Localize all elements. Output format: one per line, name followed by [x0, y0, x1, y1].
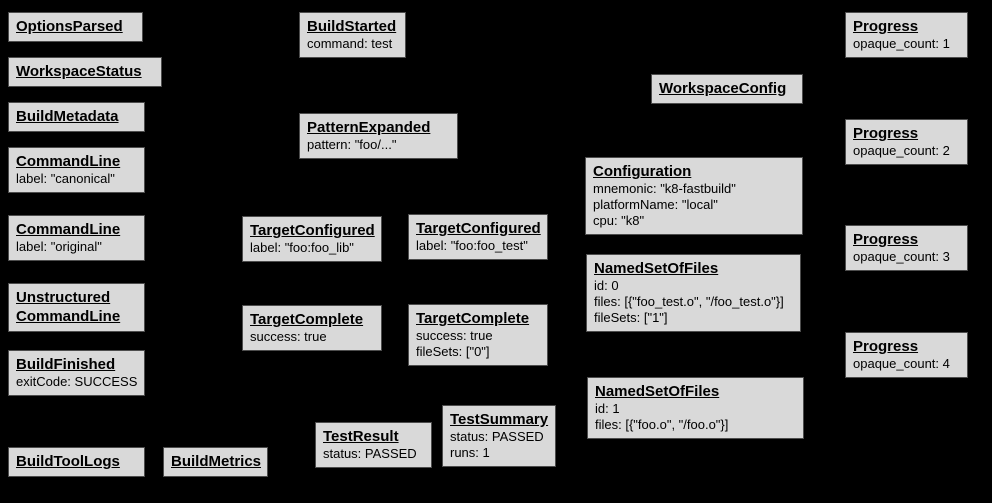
node-title: CommandLine — [16, 153, 121, 170]
node-title: TestSummary — [450, 411, 549, 428]
node-command-line-canonical: CommandLine label: "canonical" — [8, 147, 145, 193]
node-detail: cpu: "k8" — [593, 213, 645, 228]
node-title: TestResult — [323, 428, 399, 445]
node-title: BuildMetadata — [16, 108, 119, 125]
node-progress-1: Progress opaque_count: 1 — [845, 12, 968, 58]
node-title: BuildFinished — [16, 356, 116, 373]
node-command-line-original: CommandLine label: "original" — [8, 215, 145, 261]
node-detail: files: [{"foo.o", "/foo.o"}] — [595, 417, 729, 432]
node-target-configured-foo-test: TargetConfigured label: "foo:foo_test" — [408, 214, 548, 260]
node-title: Progress — [853, 231, 919, 248]
node-workspace-config: WorkspaceConfig — [651, 74, 803, 104]
node-detail: runs: 1 — [450, 445, 490, 460]
node-detail: mnemonic: "k8-fastbuild" — [593, 181, 736, 196]
node-detail: id: 0 — [594, 278, 619, 293]
node-named-set-of-files-0: NamedSetOfFiles id: 0 files: [{"foo_test… — [586, 254, 801, 332]
node-named-set-of-files-1: NamedSetOfFiles id: 1 files: [{"foo.o", … — [587, 377, 804, 439]
node-detail: label: "canonical" — [16, 171, 115, 186]
node-detail: exitCode: SUCCESS — [16, 374, 138, 389]
node-title: TargetConfigured — [416, 220, 541, 237]
node-title: Progress — [853, 338, 919, 355]
node-title: NamedSetOfFiles — [594, 260, 719, 277]
node-title: TargetComplete — [416, 310, 530, 327]
node-title: NamedSetOfFiles — [595, 383, 720, 400]
node-title: BuildMetrics — [171, 453, 262, 470]
node-title: WorkspaceStatus — [16, 63, 142, 80]
node-detail: opaque_count: 1 — [853, 36, 950, 51]
node-build-metrics: BuildMetrics — [163, 447, 268, 477]
node-target-complete-foo-test: TargetComplete success: true fileSets: [… — [408, 304, 548, 366]
node-detail: opaque_count: 4 — [853, 356, 950, 371]
node-title: TargetConfigured — [250, 222, 375, 239]
node-target-configured-foo-lib: TargetConfigured label: "foo:foo_lib" — [242, 216, 382, 262]
node-detail: fileSets: ["1"] — [594, 310, 668, 325]
node-unstructured-command-line: Unstructured CommandLine — [8, 283, 145, 332]
node-detail: platformName: "local" — [593, 197, 718, 212]
node-progress-3: Progress opaque_count: 3 — [845, 225, 968, 271]
node-title: Unstructured CommandLine — [16, 289, 121, 325]
node-title: CommandLine — [16, 221, 121, 238]
node-title: BuildToolLogs — [16, 453, 120, 470]
node-configuration: Configuration mnemonic: "k8-fastbuild" p… — [585, 157, 803, 235]
node-build-tool-logs: BuildToolLogs — [8, 447, 145, 477]
node-build-metadata: BuildMetadata — [8, 102, 145, 132]
node-title: TargetComplete — [250, 311, 364, 328]
node-title: Progress — [853, 18, 919, 35]
node-detail: command: test — [307, 36, 393, 51]
node-title: OptionsParsed — [16, 18, 123, 35]
node-title: Progress — [853, 125, 919, 142]
node-build-finished: BuildFinished exitCode: SUCCESS — [8, 350, 145, 396]
node-detail: success: true — [416, 328, 493, 343]
node-target-complete-foo-lib: TargetComplete success: true — [242, 305, 382, 351]
node-test-summary: TestSummary status: PASSED runs: 1 — [442, 405, 556, 467]
node-progress-2: Progress opaque_count: 2 — [845, 119, 968, 165]
node-detail: opaque_count: 3 — [853, 249, 950, 264]
node-detail: status: PASSED — [323, 446, 417, 461]
node-detail: opaque_count: 2 — [853, 143, 950, 158]
node-title: WorkspaceConfig — [659, 80, 787, 97]
node-title: BuildStarted — [307, 18, 397, 35]
node-detail: success: true — [250, 329, 327, 344]
node-pattern-expanded: PatternExpanded pattern: "foo/..." — [299, 113, 458, 159]
node-options-parsed: OptionsParsed — [8, 12, 143, 42]
node-test-result: TestResult status: PASSED — [315, 422, 432, 468]
node-detail: fileSets: ["0"] — [416, 344, 490, 359]
node-workspace-status: WorkspaceStatus — [8, 57, 162, 87]
node-detail: status: PASSED — [450, 429, 544, 444]
node-detail: label: "foo:foo_lib" — [250, 240, 354, 255]
node-detail: label: "original" — [16, 239, 102, 254]
node-detail: label: "foo:foo_test" — [416, 238, 528, 253]
node-progress-4: Progress opaque_count: 4 — [845, 332, 968, 378]
node-detail: id: 1 — [595, 401, 620, 416]
node-detail: files: [{"foo_test.o", "/foo_test.o"}] — [594, 294, 784, 309]
node-title: Configuration — [593, 163, 692, 180]
node-build-started: BuildStarted command: test — [299, 12, 406, 58]
node-title: PatternExpanded — [307, 119, 431, 136]
node-detail: pattern: "foo/..." — [307, 137, 397, 152]
